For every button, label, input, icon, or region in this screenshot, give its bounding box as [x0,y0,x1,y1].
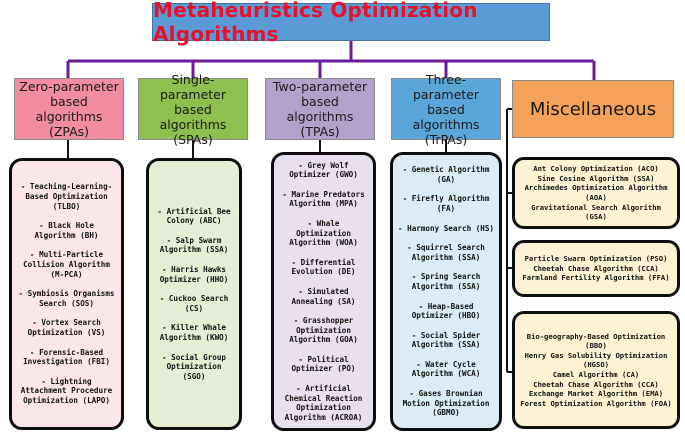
list-item: - Killer Whale Algorithm (KWO) [159,323,229,342]
list-item: Camel Algorithm (CA) [552,370,640,379]
list-item: - Marine Predators Algorithm (MPA) [282,189,365,209]
list-zpa: - Teaching-Learning-Based Optimization (… [9,158,124,430]
misc-group-1: Ant Colony Optimization (ACO) Sine Cosin… [512,157,680,229]
list-item: - Genetic Algorithm (GA) [402,165,490,184]
diagram-title: Metaheuristics Optimization Algorithms [152,0,550,46]
list-item: Gravitational Search Algorithm (GSA) [531,202,661,222]
list-item: Ant Colony Optimization (ACO) [533,164,659,174]
list-spa: - Artificial Bee Colony (ABC) - Salp Swa… [146,158,242,430]
list-item: - Simulated Annealing (SA) [291,286,356,306]
list-item: - Heap-Based Optimizer (HBO) [411,301,481,321]
list-item: Exchange Market Algorithm (EMA) [528,389,664,399]
list-item: Particle Swarm Optimization (PSO) [524,254,668,264]
list-item: Cheetah Chase Algorithm (CCA) [533,379,659,389]
list-item: - Harmony Search (HS) [398,223,495,233]
list-trpa: - Genetic Algorithm (GA) - Firefly Algor… [390,152,502,431]
list-item: - Salp Swarm Algorithm (SSA) [159,235,229,255]
list-item: Farmland Fertility Algorithm (FFA) [522,273,670,283]
list-item: - Cuckoo Search (CS) [159,294,229,313]
list-tpa: - Grey Wolf Optimizer (GWO) - Marine Pre… [271,152,376,431]
list-item: - Forensic-Based Investigation (FBI) [23,347,110,367]
header-zpa: Zero-parameter based algorithms (ZPAs) [14,78,124,140]
misc-group-2: Particle Swarm Optimization (PSO) Cheeta… [512,240,680,297]
list-item: - Whale Optimization Algorithm (WOA) [289,218,358,248]
list-item: - Spring Search Algorithm (SSA) [411,272,481,291]
list-item: - Squirrel Search Algorithm (SSA) [407,243,485,262]
header-misc: Miscellaneous [512,80,674,138]
list-item: - Vortex Search Optimization (VS) [27,318,106,337]
list-item: - Differential Evolution (DE) [291,257,356,277]
list-item: Bio-geography-Based Optimization (BBO) [526,331,666,351]
list-item: - Gases Brownian Motion Optimization (GB… [402,389,490,418]
list-item: - Harris Hawks Optimizer (HHO) [159,265,229,284]
list-item: Henry Gas Solubility Optimization (HGSO) [524,350,668,370]
list-item: - Social Group Optimization (SGO) [161,352,226,381]
misc-group-3: Bio-geography-Based Optimization (BBO) H… [512,311,680,429]
list-item: - Multi-Particle Collision Algorithm (M-… [23,250,110,279]
list-item: - Teaching-Learning-Based Optimization (… [20,182,113,211]
list-item: Forest Optimization Algorithm (FOA) [520,398,672,408]
list-item: Cheetah Chase Algorithm (CCA) [533,263,659,273]
list-item: Sine Cosine Algorithm (SSA) [537,173,655,183]
list-item: - Symbiosis Organisms Search (SOS) [18,289,115,308]
list-item: - Water Cycle Algorithm (WCA) [411,359,481,379]
list-item: - Artificial Chemical Reaction Optimizat… [284,384,363,422]
list-item: - Grey Wolf Optimizer (GWO) [289,160,358,180]
header-spa: Single-parameter based algorithms (SPAs) [138,72,248,147]
list-item: - Grasshopper Optimization Algorithm (GO… [289,316,358,345]
list-item: Archimedes Optimization Algorithm (AOA) [524,183,668,202]
list-item: - Firefly Algorithm (FA) [402,194,490,213]
list-item: - Political Optimizer (PO) [291,354,356,374]
header-trpa: Three-parameter based algorithms (TrPAs) [391,72,501,147]
list-item: - Lightning Attachment Procedure Optimiz… [20,376,113,405]
list-item: - Black Hole Algorithm (BH) [34,221,99,240]
list-item: - Artificial Bee Colony (ABC) [157,206,231,226]
list-item: - Social Spider Algorithm (SSA) [411,330,481,350]
header-tpa: Two-parameter based algorithms (TPAs) [265,78,375,140]
